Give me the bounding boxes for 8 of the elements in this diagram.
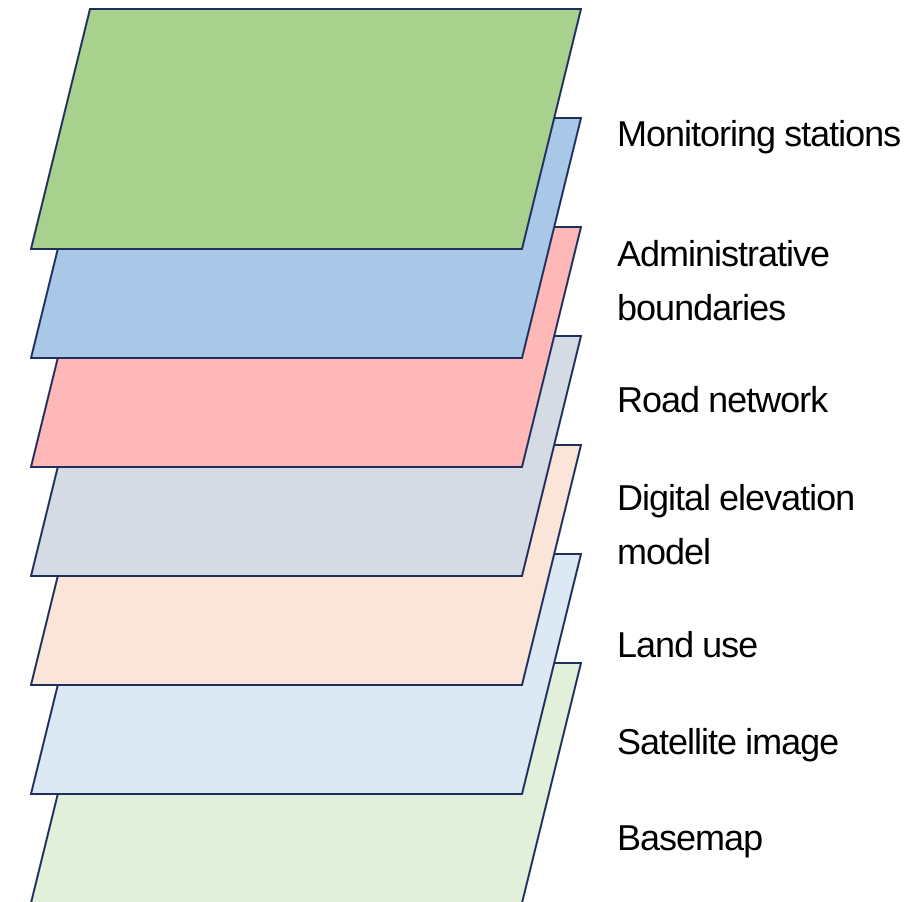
layer-label: Monitoring stations (617, 112, 902, 156)
layer-label: Land use (617, 623, 758, 667)
map-layer (30, 8, 582, 250)
layer-label: Digital elevation model (617, 476, 856, 574)
layer-label: Satellite image (617, 720, 840, 764)
layer-label: Road network (617, 378, 829, 422)
layer-label: Basemap (617, 816, 764, 860)
layer-label: Administrative boundaries (617, 232, 830, 330)
